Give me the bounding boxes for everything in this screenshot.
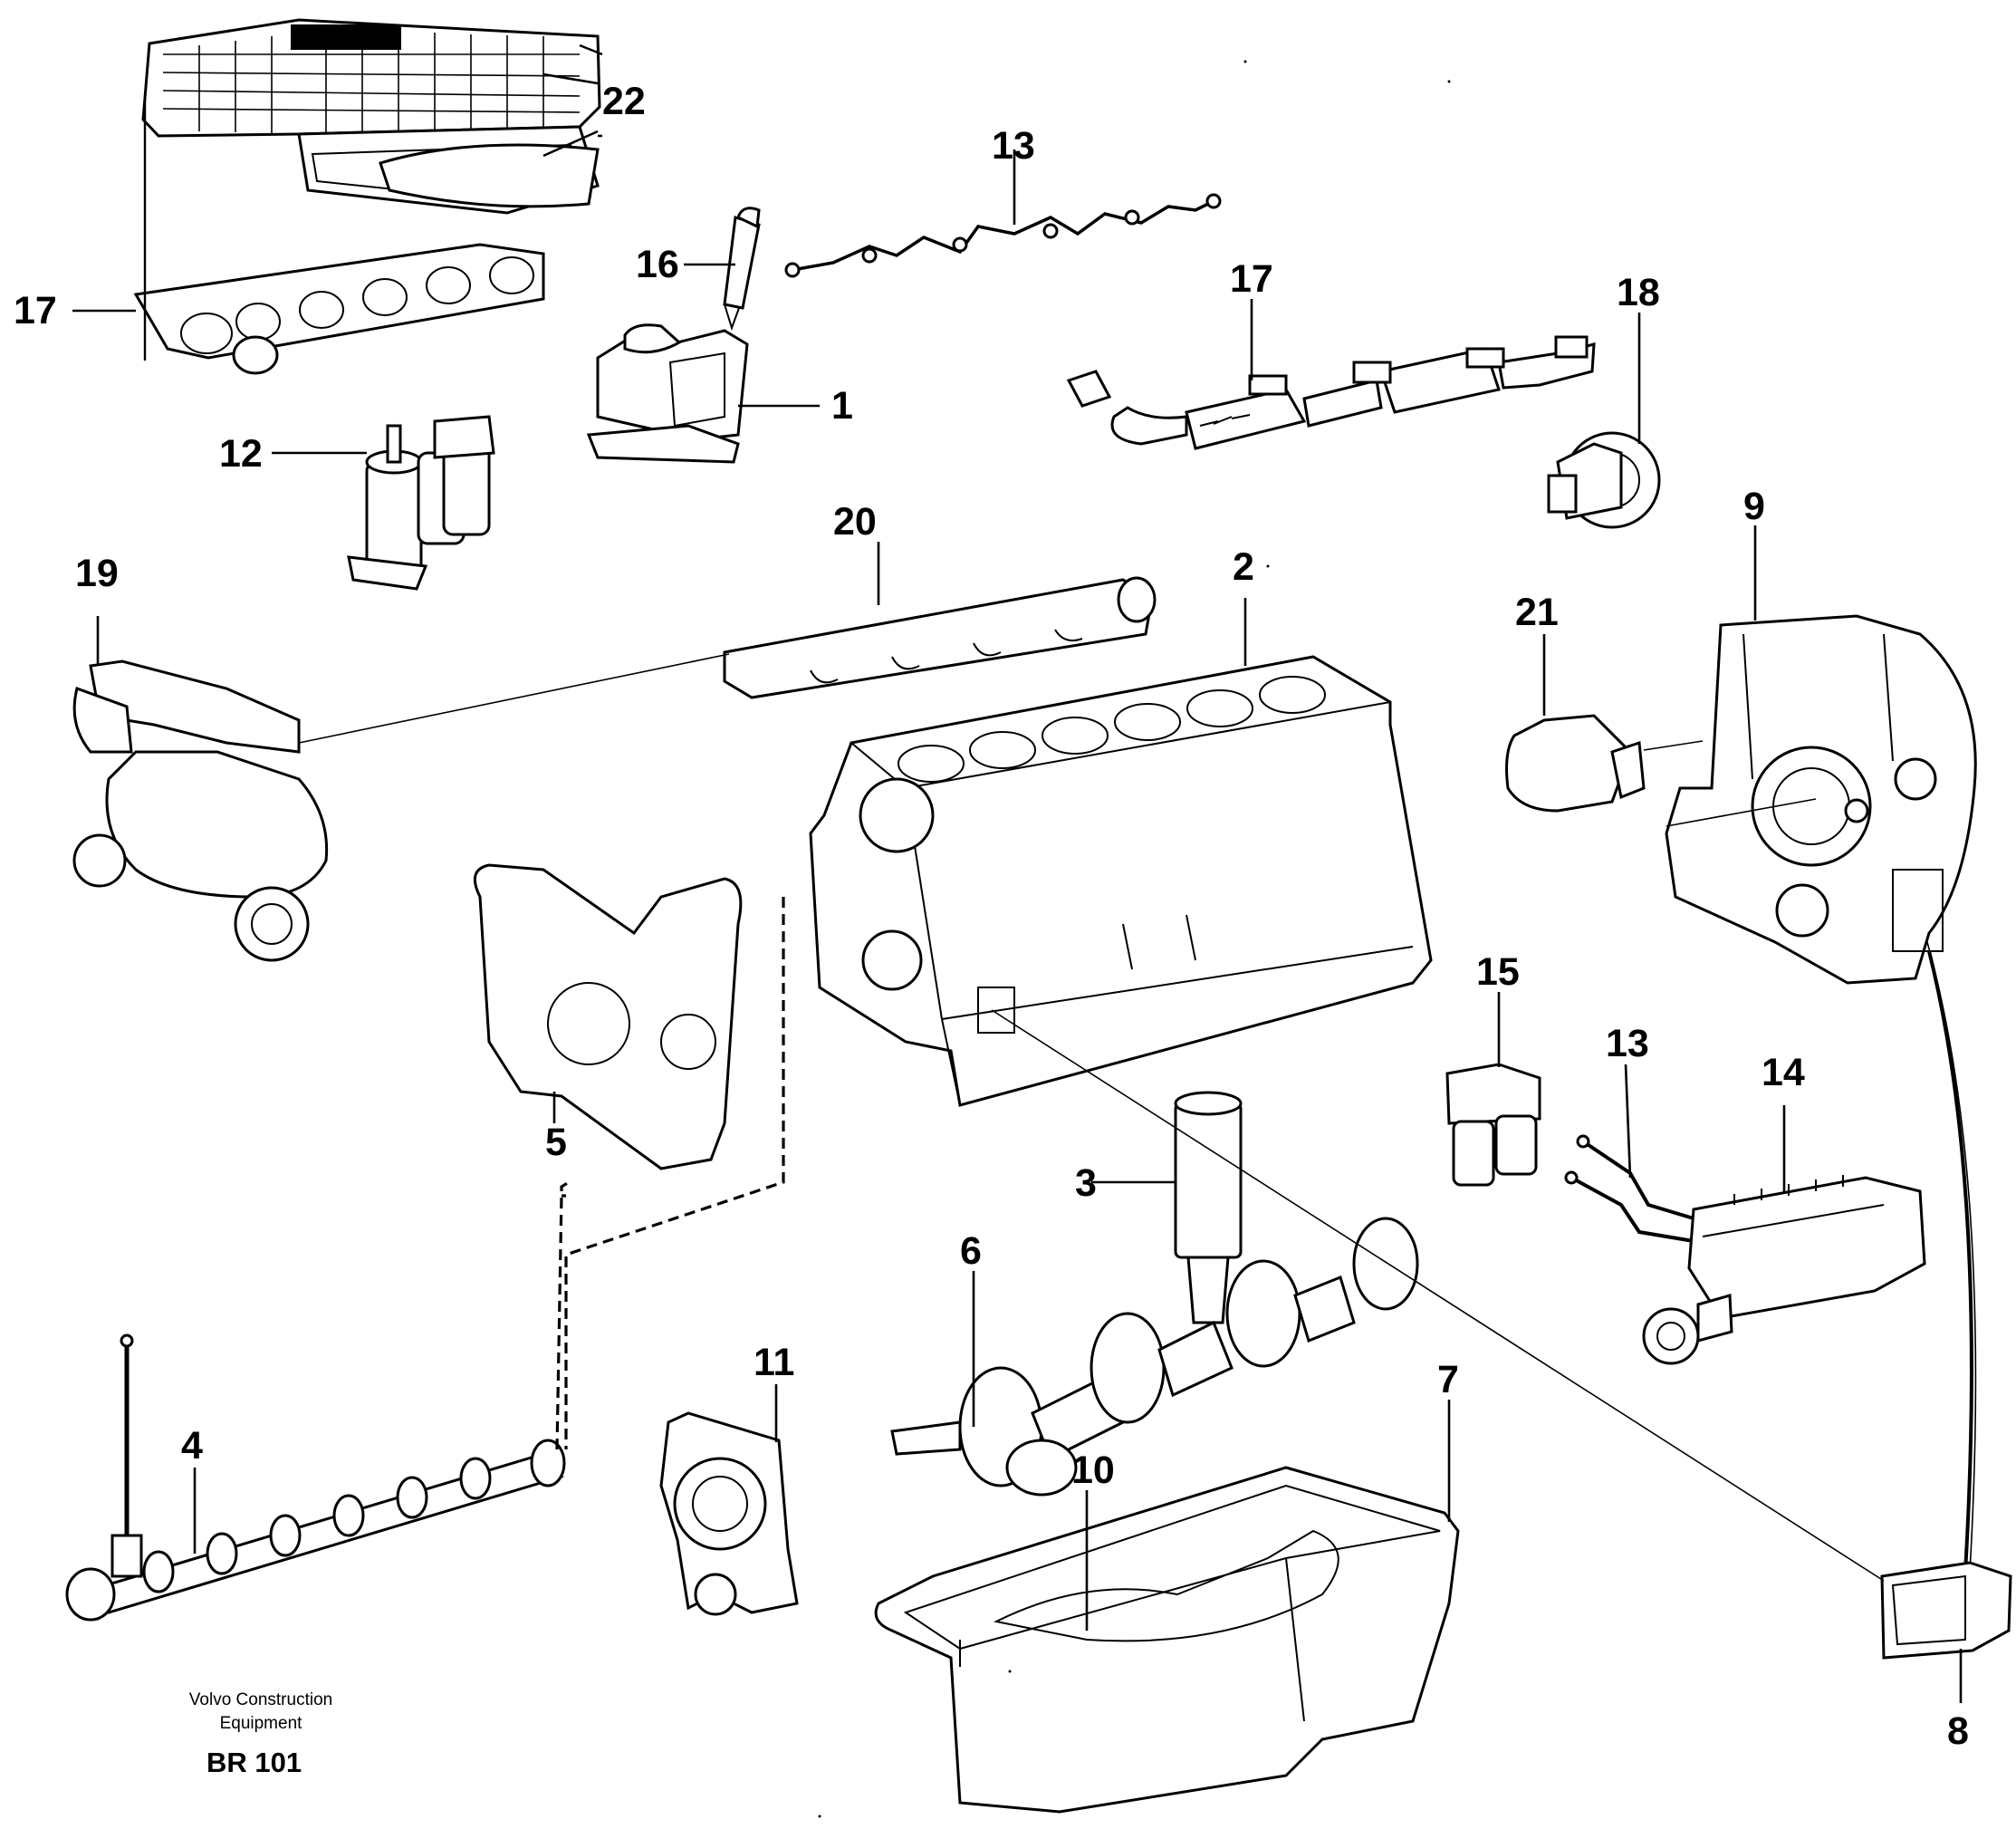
- callout-3: 3: [1075, 1161, 1097, 1205]
- part-4-camshaft: [65, 1439, 566, 1622]
- part-8-bracket: [1880, 1561, 2012, 1660]
- part-17-intake-manifold: [133, 243, 545, 375]
- callout-14: 14: [1762, 1051, 1805, 1094]
- specks: [818, 60, 1451, 1818]
- callout-17-left: 17: [14, 289, 57, 332]
- part-11-oil-pump: [659, 1411, 799, 1616]
- callout-21: 21: [1515, 591, 1559, 634]
- callout-8: 8: [1947, 1709, 1969, 1753]
- callout-11: 11: [754, 1341, 794, 1384]
- callout-4: 4: [181, 1424, 203, 1468]
- leader-22b: [542, 130, 599, 158]
- callout-17-right: 17: [1230, 257, 1273, 301]
- callout-6: 6: [960, 1229, 982, 1273]
- guide-block-bracket: [991, 1009, 1885, 1582]
- credit-line-1: Volvo Construction: [189, 1690, 332, 1709]
- pipe-fittings: [784, 193, 1222, 278]
- figure-code: BR 101: [206, 1747, 302, 1778]
- callout-2: 2: [1233, 545, 1254, 589]
- callout-1: 1: [831, 384, 853, 428]
- part-19-water-pump: [72, 659, 329, 962]
- dipstick: [110, 1333, 143, 1578]
- part-3-piston: [1174, 1091, 1243, 1324]
- part-9-flywheel-housing: [1665, 614, 1977, 985]
- callout-12: 12: [219, 432, 263, 476]
- part-14-injection-pump: [1642, 1175, 1926, 1365]
- callout-19: 19: [75, 552, 119, 595]
- callout-10: 10: [1071, 1449, 1115, 1492]
- callout-5: 5: [545, 1121, 567, 1164]
- guide-21-9: [1666, 798, 1817, 827]
- part-5-timing-cover: [473, 863, 743, 1170]
- part-7-oil-pan: [874, 1466, 1460, 1814]
- part-13-fuel-pipes: [1564, 1134, 1694, 1243]
- callout-13-lower: 13: [1606, 1022, 1649, 1065]
- part-12-oil-filter: [347, 415, 495, 591]
- callout-20: 20: [833, 500, 877, 544]
- callout-15: 15: [1476, 950, 1520, 994]
- callout-9: 9: [1743, 485, 1765, 528]
- guide-dashed-camshaft: [555, 897, 785, 1450]
- leader-13b: [1624, 1064, 1632, 1179]
- part-13-injector-pipe: [792, 199, 1214, 272]
- part-17-exhaust-manifold: [1066, 335, 1596, 450]
- part-6-crankshaft: [890, 1217, 1419, 1497]
- leader-22a: [542, 72, 599, 85]
- part-2-cylinder-block: [809, 655, 1433, 1107]
- guide-19-20: [298, 653, 730, 744]
- callout-13-top: 13: [992, 124, 1035, 168]
- part-21-starter-motor: [1505, 714, 1704, 813]
- part-20-water-pipe: [723, 576, 1157, 699]
- callout-16: 16: [636, 243, 679, 286]
- part-1-cylinder-head: [586, 323, 749, 464]
- callout-18: 18: [1617, 271, 1660, 314]
- part-16-injector: [723, 207, 761, 332]
- callout-22: 22: [602, 80, 646, 123]
- part-15-fuel-filter: [1445, 1063, 1541, 1187]
- callout-7: 7: [1437, 1358, 1459, 1401]
- credit-line-2: Equipment: [220, 1714, 303, 1733]
- part-22-valve-cover: [141, 18, 601, 215]
- part-18-turbocharger: [1547, 431, 1661, 529]
